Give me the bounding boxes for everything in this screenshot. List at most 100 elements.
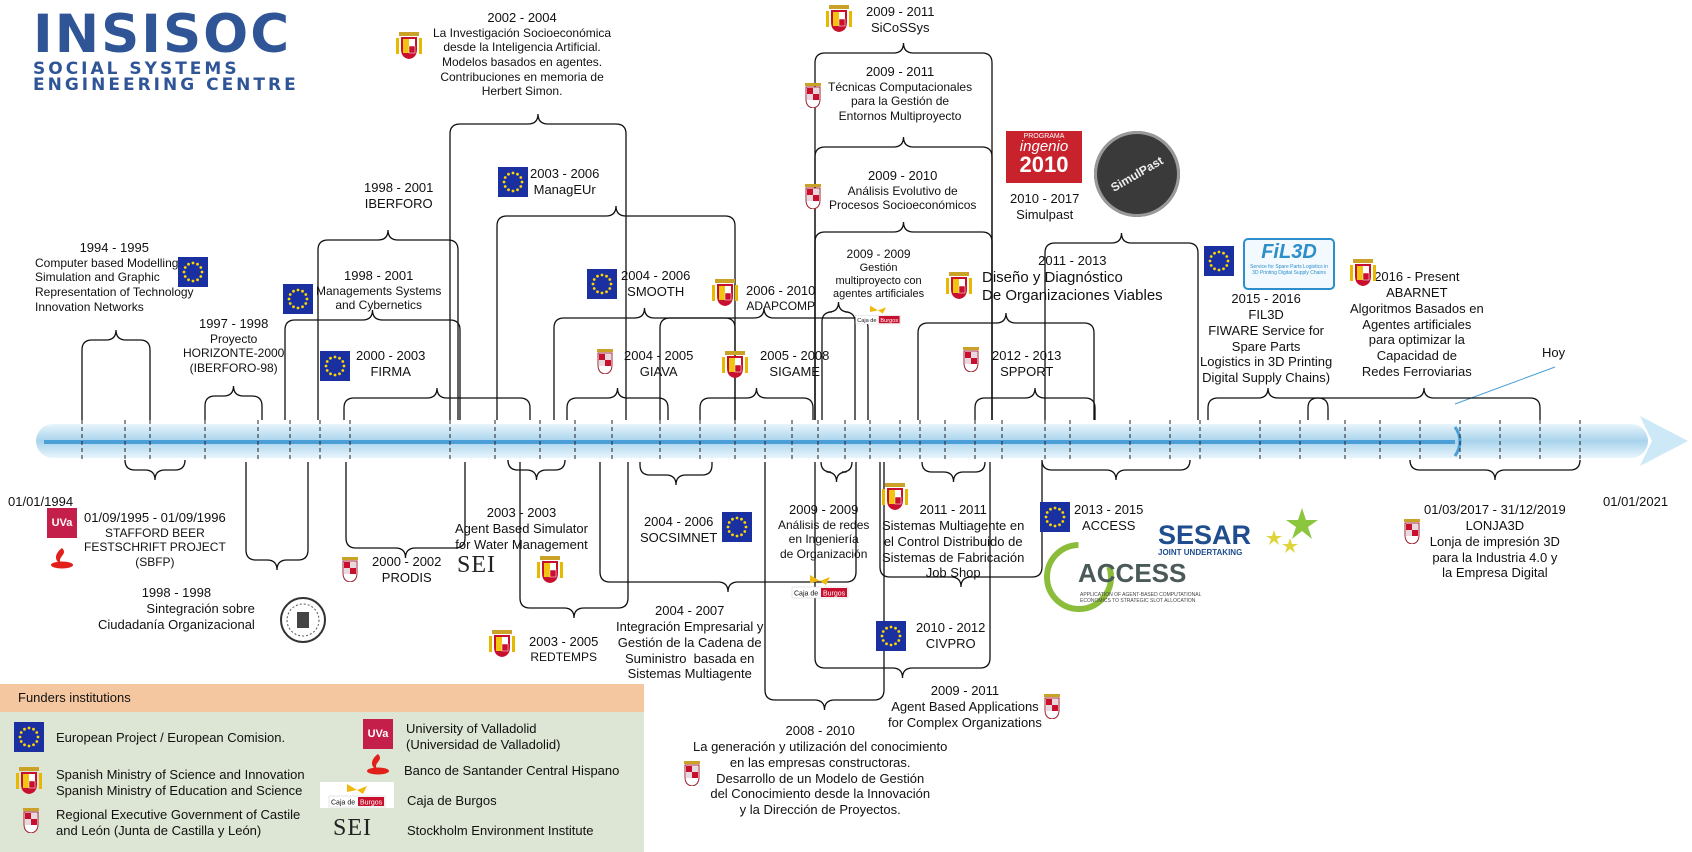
project-manageur: 2003 - 2006 ManagEUr [530, 166, 600, 197]
spain-coat-of-arms-icon [826, 3, 852, 33]
project-bracket [820, 461, 853, 483]
project-analisis-redes: 2009 - 2009 Análisis de redes en Ingenie… [778, 502, 870, 562]
castilla-leon-shield-icon [804, 183, 822, 209]
project-bracket [204, 385, 263, 420]
castilla-leon-shield-icon [962, 346, 980, 372]
funders-legend [0, 684, 644, 852]
project-bracket [519, 462, 629, 619]
legend-uva-logo: UVa [363, 719, 393, 749]
eu-flag-icon [587, 269, 617, 299]
project-bracket [599, 462, 857, 593]
project-iberforo: 1998 - 2001 IBERFORO [364, 180, 434, 211]
legend-eu-label: European Project / European Comision. [56, 730, 286, 745]
legend-santander-label: Banco de Santander Central Hispano [404, 763, 620, 778]
timeline-start: 01/01/1994 [8, 494, 74, 509]
spain-coat-of-arms-icon [489, 628, 515, 658]
eu-flag-icon [722, 512, 752, 542]
project-fil3d: 2015 - 2016 FIL3D FIWARE Service for Spa… [1200, 291, 1333, 386]
legend-caja-burgos-logo [320, 782, 394, 808]
project-giava: 2004 - 2005 GIAVA [624, 348, 694, 379]
project-tecnicas-multiproyecto: 2009 - 2011 Técnicas Computacionales par… [828, 64, 973, 124]
project-analisis-evolutivo: 2009 - 2010 Análisis Evolutivo de Proces… [829, 168, 977, 213]
project-access: 2013 - 2015 ACCESS [1074, 502, 1144, 533]
project-socsimnet: 2004 - 2006 SOCSIMNET [640, 514, 718, 545]
project-bracket [343, 387, 531, 420]
project-bracket [821, 301, 856, 420]
project-conocimiento-constructoras: 2008 - 2010 La generación y utilización … [693, 723, 948, 818]
project-bracket [124, 459, 186, 481]
legend-santander-flame-icon [367, 754, 389, 775]
legend-castilla-leon-shield-icon [22, 807, 40, 833]
funders-legend-header [0, 684, 644, 712]
logo-subtitle-2: ENGINEERING CENTRE [33, 75, 299, 95]
castilla-leon-shield-icon [1043, 693, 1061, 719]
legend-caja-label: Caja de Burgos [407, 793, 497, 808]
project-integracion-empresarial: 2004 - 2007 Integración Empresarial y Ge… [616, 603, 764, 682]
project-stafford-beer: 01/09/1995 - 01/09/1996 STAFFORD BEER FE… [84, 510, 226, 570]
project-bracket [921, 461, 986, 483]
project-bracket [245, 462, 309, 571]
university-seal-icon [280, 597, 326, 643]
project-redtemps: 2003 - 2005 REDTEMPS [529, 634, 599, 664]
project-investigacion-socioeconomica: 2002 - 2004 La Investigación Socioeconóm… [433, 10, 612, 99]
eu-flag-icon [178, 257, 208, 287]
project-bracket [449, 113, 627, 420]
spain-coat-of-arms-icon [1350, 257, 1376, 287]
project-bracket [1044, 232, 1199, 420]
eu-flag-icon [876, 621, 906, 651]
project-1994-comp-modelling: 1994 - 1995 Computer based Modelling, Si… [35, 240, 194, 314]
sei-logo: SEI [457, 552, 496, 578]
castilla-leon-shield-icon [1403, 518, 1421, 544]
legend-uva-label: University of Valladolid (Universidad de… [406, 721, 561, 752]
project-spport: 2012 - 2013 SPPORT [992, 348, 1062, 379]
project-bracket [974, 387, 1096, 420]
castilla-leon-shield-icon [804, 82, 822, 108]
legend-sei-logo: SEI [333, 815, 372, 841]
project-bracket [317, 229, 459, 420]
fil3d-logo: FiL3D Service for Spare Parts Logistics … [1243, 238, 1335, 290]
project-brackets [81, 42, 1581, 711]
logo-title: INSISOC [33, 4, 292, 65]
project-simulpast: 2010 - 2017 Simulpast [1010, 191, 1080, 222]
project-sigame: 2005 - 2008 SIGAME [760, 348, 830, 379]
year-ticks [81, 420, 1581, 462]
project-bracket [814, 221, 993, 420]
caja-burgos-logo [854, 304, 902, 325]
project-bracket [764, 462, 885, 711]
project-management-systems: 1998 - 2001 Managements Systems and Cybe… [316, 268, 442, 313]
project-sicossys: 2009 - 2011 SiCoSSys [866, 4, 935, 35]
eu-flag-icon [1204, 246, 1234, 276]
project-bracket [814, 136, 993, 420]
project-bracket [1409, 459, 1581, 481]
insisoc-logo: INSISOC SOCIAL SYSTEMS ENGINEERING CENTR… [33, 4, 299, 95]
project-bracket [879, 462, 1043, 588]
legend-spain-coat-of-arms-icon [16, 765, 42, 795]
sesar-stars-icon [1266, 508, 1318, 553]
project-abarnet: 2016 - Present ABARNET Algoritmos Basado… [1350, 269, 1484, 380]
simulpast-logo: SimulPast [1094, 131, 1180, 217]
project-civpro: 2010 - 2012 CIVPRO [916, 620, 986, 651]
legend-regional-label: Regional Executive Government of Castile… [56, 807, 301, 838]
project-bracket [566, 387, 669, 420]
project-bracket [345, 462, 466, 559]
castilla-leon-shield-icon [596, 348, 614, 374]
project-bracket [639, 462, 713, 486]
project-water-management: 2003 - 2003 Agent Based Simulator for Wa… [455, 505, 588, 552]
eu-flag-icon [1040, 502, 1070, 532]
castilla-leon-shield-icon [683, 760, 701, 786]
funders-legend-title: Funders institutions [18, 690, 131, 705]
project-smooth: 2004 - 2006 SMOOTH [621, 268, 691, 299]
project-bracket [1041, 459, 1191, 481]
timeline-end: 01/01/2021 [1603, 494, 1669, 509]
spain-coat-of-arms-icon [946, 270, 972, 300]
santander-flame-icon [51, 548, 73, 569]
project-prodis: 2000 - 2002 PRODIS [372, 554, 442, 585]
ingenio-2010-logo: PROGRAMA ingenio 2010 [1006, 131, 1082, 183]
project-bracket [507, 459, 566, 481]
project-bracket [917, 312, 1095, 420]
project-sistemas-multiagente-jobshop: 2011 - 2011 Sistemas Multiagente en el C… [882, 502, 1025, 581]
project-bracket [1307, 387, 1541, 420]
spain-coat-of-arms-icon [882, 481, 908, 511]
